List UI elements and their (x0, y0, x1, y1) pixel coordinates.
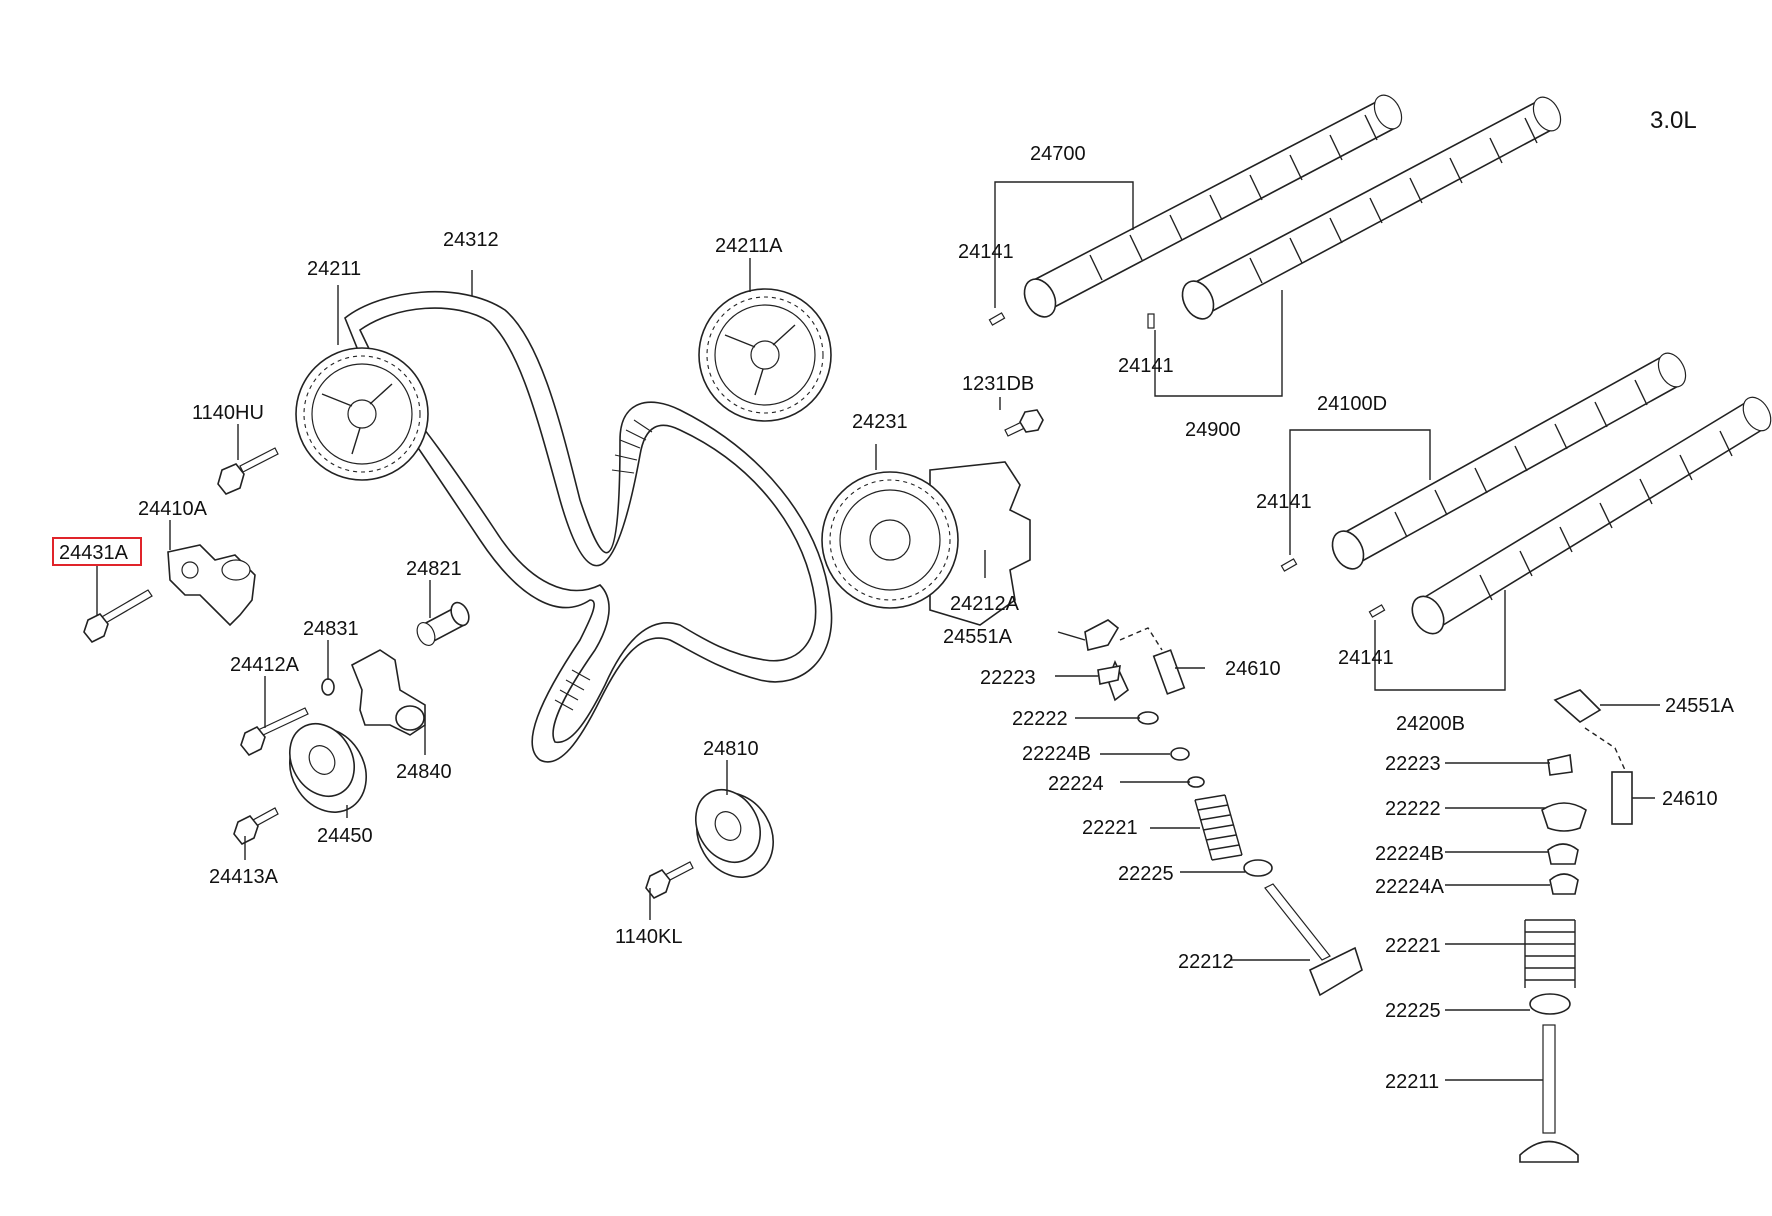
label-22224A[interactable]: 22224A (1375, 876, 1445, 898)
label-22212[interactable]: 22212 (1178, 951, 1234, 973)
washer-22225-a (1243, 859, 1273, 877)
label-24312[interactable]: 24312 (443, 229, 499, 251)
bracket-24900 (1154, 290, 1283, 397)
label-22221-b[interactable]: 22221 (1385, 935, 1441, 957)
camshaft-24100D (1331, 352, 1687, 570)
camshaft-24200B (1411, 396, 1772, 635)
pin-24141-d (1368, 604, 1386, 618)
label-24700[interactable]: 24700 (1030, 143, 1086, 165)
label-24141-c[interactable]: 24141 (1256, 491, 1312, 513)
bracket-24100D (1289, 429, 1431, 555)
lash-adjuster-24610-a (1152, 649, 1186, 695)
bolt-1140KL (645, 861, 694, 900)
bolt-24412A (240, 707, 309, 757)
retainer-22224A (1549, 873, 1579, 895)
bracket-24200B (1374, 590, 1506, 691)
label-24821[interactable]: 24821 (406, 558, 462, 580)
rocker-24551A-b (1553, 689, 1602, 723)
label-22225-b[interactable]: 22225 (1385, 1000, 1441, 1022)
label-24551A-b[interactable]: 24551A (1665, 695, 1735, 717)
bolt-1140HU (217, 447, 279, 495)
label-24410A[interactable]: 24410A (138, 498, 208, 520)
pin-24141-c (1280, 558, 1298, 572)
retainer-22224B-a (1170, 747, 1190, 761)
label-22221-a[interactable]: 22221 (1082, 817, 1138, 839)
label-22224B-a[interactable]: 22224B (1022, 743, 1091, 765)
keeper-22223-a (1097, 665, 1121, 685)
timing-belt-24312 (344, 290, 833, 763)
label-24412A[interactable]: 24412A (230, 654, 300, 676)
label-24551A-a[interactable]: 24551A (943, 626, 1013, 648)
camshaft-24900 (1181, 96, 1562, 320)
lash-adjuster-24610-b (1611, 771, 1633, 825)
label-22224[interactable]: 22224 (1048, 773, 1104, 795)
label-24141-a[interactable]: 24141 (958, 241, 1014, 263)
seat-22224 (1187, 776, 1205, 788)
tensioner-24410A (167, 544, 256, 627)
washer-24831 (321, 678, 335, 696)
label-22223-a[interactable]: 22223 (980, 667, 1036, 689)
label-24211A[interactable]: 24211A (715, 235, 783, 257)
label-24900[interactable]: 24900 (1185, 419, 1241, 441)
label-24840[interactable]: 24840 (396, 761, 452, 783)
label-1231DB[interactable]: 1231DB (962, 373, 1034, 395)
pin-24141-b (1147, 313, 1155, 329)
bolt-24413A (233, 807, 279, 846)
label-24100D[interactable]: 24100D (1317, 393, 1387, 415)
label-22211[interactable]: 22211 (1385, 1071, 1439, 1093)
label-22223-b[interactable]: 22223 (1385, 753, 1441, 775)
washer-22225-b (1529, 993, 1571, 1015)
label-24141-b[interactable]: 24141 (1118, 355, 1174, 377)
tensioner-arm-24840 (350, 649, 426, 736)
spring-22221-a (1194, 794, 1243, 861)
label-24431A[interactable]: 24431A (59, 542, 129, 564)
bolt-1231DB (1004, 409, 1044, 437)
rocker-24551A-a (1084, 619, 1120, 651)
retainer-22224B-b (1547, 843, 1579, 865)
idler-24810 (695, 789, 774, 878)
label-24610-b[interactable]: 24610 (1662, 788, 1718, 810)
valve-22211 (1519, 1024, 1579, 1163)
label-24831[interactable]: 24831 (303, 618, 359, 640)
leader-lines (96, 258, 1660, 1081)
label-24810[interactable]: 24810 (703, 738, 759, 760)
cam-sprocket-24211A (698, 288, 832, 422)
label-22224B-b[interactable]: 22224B (1375, 843, 1444, 865)
label-24413A[interactable]: 24413A (209, 866, 279, 888)
label-22225-a[interactable]: 22225 (1118, 863, 1174, 885)
label-1140KL[interactable]: 1140KL (615, 926, 682, 948)
label-24610-a[interactable]: 24610 (1225, 658, 1281, 680)
label-22222-a[interactable]: 22222 (1012, 708, 1068, 730)
highlight-box (52, 537, 142, 566)
label-24450[interactable]: 24450 (317, 825, 373, 847)
label-24200B[interactable]: 24200B (1396, 713, 1465, 735)
cam-sprocket-24211 (295, 347, 429, 481)
stem-seal-22222-b (1541, 802, 1587, 832)
engine-label: 3.0L (1650, 107, 1697, 134)
pulley-24450 (289, 723, 367, 813)
label-22222-b[interactable]: 22222 (1385, 798, 1441, 820)
spring-22221-b (1524, 919, 1576, 988)
label-24211[interactable]: 24211 (307, 258, 361, 280)
part-labels[interactable]: 24700 24141 24141 24900 24312 24211 2421… (59, 143, 1735, 1093)
label-24212A[interactable]: 24212A (950, 593, 1020, 615)
bushing-24821 (416, 601, 470, 646)
camshaft-24700 (1023, 94, 1403, 318)
valve-22212 (1264, 883, 1363, 997)
pin-24141-a (988, 312, 1006, 326)
bracket-24700 (994, 181, 1134, 308)
label-1140HU[interactable]: 1140HU (192, 402, 264, 424)
bolt-24431A (83, 589, 153, 644)
label-24141-d[interactable]: 24141 (1338, 647, 1394, 669)
stem-seal-22222-a (1137, 711, 1159, 725)
crank-sprocket-24231 (821, 461, 1031, 626)
keeper-22223-b (1547, 754, 1573, 776)
label-24231[interactable]: 24231 (852, 411, 908, 433)
